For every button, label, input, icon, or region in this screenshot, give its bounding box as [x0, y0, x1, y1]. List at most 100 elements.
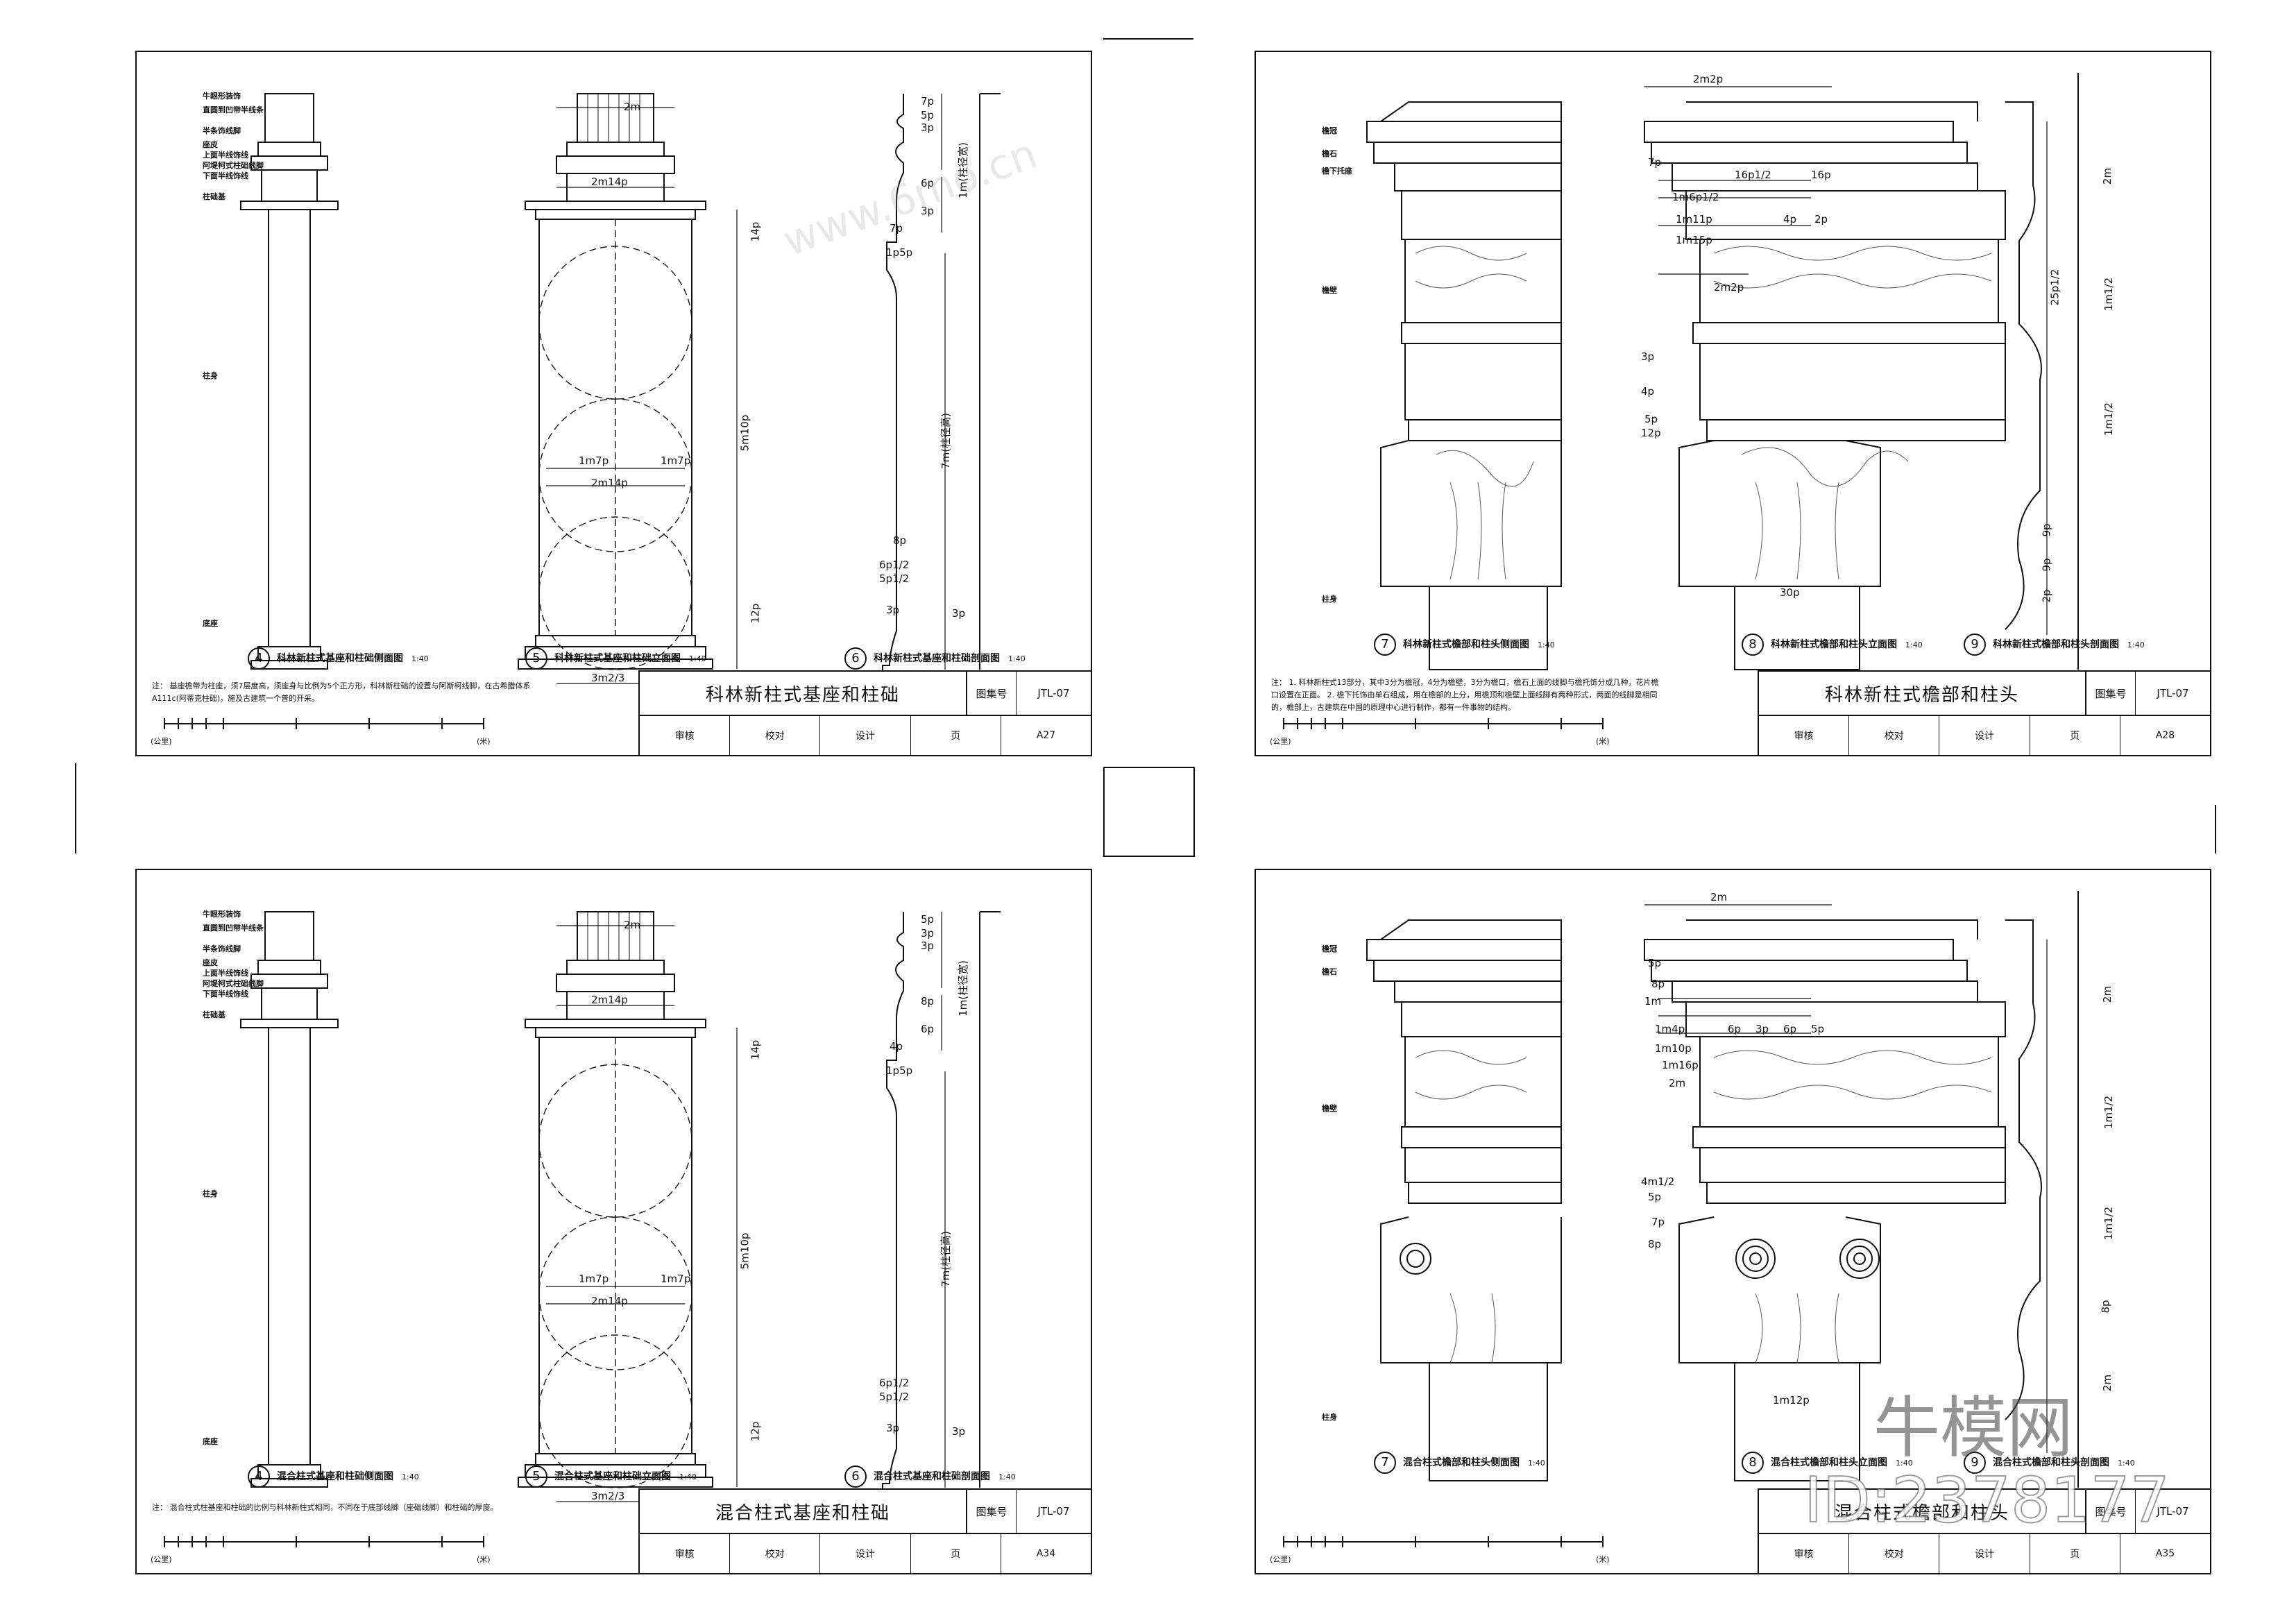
- page-number: A35: [2155, 1548, 2175, 1559]
- caption-text: 混合柱式基座和柱础立面图: [554, 1471, 671, 1482]
- dim: 7p: [1648, 156, 1662, 169]
- dim: 9p: [2040, 523, 2053, 537]
- dim: 4m1/2: [1641, 1175, 1675, 1188]
- label-a28-3: 檐下托座: [1322, 167, 1352, 176]
- caption-text: 科林新柱式基座和柱础侧面图: [277, 653, 403, 664]
- caption-number: 7: [1374, 634, 1396, 656]
- design-label: 设计: [1939, 1534, 2030, 1573]
- label-a27-5: 上面半线饰线: [203, 151, 248, 160]
- atlas-number: JTL-07: [1017, 672, 1091, 716]
- dim: 3p: [921, 927, 935, 940]
- atlas-label: 图集号: [2086, 1490, 2136, 1534]
- caption-number: 9: [1964, 1452, 1986, 1474]
- drawing-title: 混合柱式檐部和柱头: [1759, 1490, 2086, 1534]
- caption-text: 混合柱式基座和柱础侧面图: [277, 1471, 393, 1482]
- caption-number: 5: [525, 647, 547, 670]
- note-a28: 注： 1. 科林新柱式13部分，其中3分为檐冠，4分为檐壁，3分为檐口，檐石上面…: [1271, 678, 1659, 712]
- title-block-row: 审核 校对 设计 页 A35: [1759, 1534, 2210, 1573]
- caption-scale: 1:40: [2127, 640, 2145, 649]
- dim: 3p: [886, 604, 900, 616]
- dim: 30p: [1780, 586, 1800, 599]
- scale-end: (米): [1596, 737, 1610, 746]
- design-label: 设计: [1939, 716, 2030, 755]
- crop-mark: [75, 763, 76, 853]
- note-a34: 注： 混合柱式柱基座和柱础的比例与科林新柱式相同，不同在于底部线脚（座础线脚）和…: [152, 1503, 498, 1512]
- scale-end: (米): [1596, 1555, 1610, 1564]
- check-label: 校对: [730, 1534, 821, 1573]
- dim: 14p: [749, 221, 762, 242]
- dim: 5m10p: [738, 1232, 751, 1270]
- dim: 4p: [1783, 213, 1797, 226]
- dim: 8p: [1648, 1238, 1662, 1250]
- dim: 7p: [921, 95, 935, 108]
- sheet-a28: 檐冠 檐石 檐下托座 檐壁 柱身 2m2p 7p 1m6p1/2 16p1/2 …: [1255, 51, 2211, 756]
- dim: 3p: [952, 1425, 966, 1438]
- sheet-divider-box: [1103, 767, 1195, 857]
- sheet-a34: 牛眼形装饰 直圆到凹带半线条 半条饰线脚 座皮 上面半线饰线 阿堤柯式柱础线脚 …: [135, 869, 1092, 1574]
- dim: 1m(柱径宽): [956, 960, 969, 1017]
- caption-scale: 1:40: [1008, 654, 1026, 663]
- dim: 3m2/3: [591, 672, 625, 684]
- label-a28-5: 柱身: [1322, 595, 1337, 604]
- label-a34-6: 阿堤柯式柱础线脚: [203, 979, 264, 988]
- label-a27-base: 底座: [203, 619, 218, 628]
- caption-number: 6: [844, 1465, 867, 1488]
- dim: 2m: [2101, 167, 2114, 185]
- check-label: 校对: [1849, 1534, 1940, 1573]
- caption-scale: 1:40: [2118, 1459, 2135, 1468]
- label-a34-5: 上面半线饰线: [203, 969, 248, 978]
- dim: 2m: [2101, 985, 2114, 1003]
- dim: 3p: [886, 1422, 900, 1434]
- dim: 7m(柱径高): [939, 1231, 952, 1287]
- drawing-a27: [164, 93, 1001, 742]
- page-label: 页: [2030, 716, 2120, 755]
- caption-9: 9 科林新柱式檐部和柱头剖面图 1:40: [1964, 634, 2145, 656]
- dim: 5p: [921, 109, 935, 121]
- title-block-row: 审核 校对 设计 页 A27: [640, 716, 1091, 755]
- dim: 8p: [2099, 1300, 2112, 1314]
- caption-scale: 1:40: [689, 654, 706, 663]
- caption-number: 9: [1964, 634, 1986, 656]
- label-a27-7: 下面半线饰线: [203, 171, 248, 180]
- caption-text: 混合柱式基座和柱础剖面图: [874, 1471, 990, 1482]
- dim: 3p: [921, 205, 935, 217]
- dim: 2m14p: [591, 994, 628, 1006]
- page-label: 页: [911, 716, 1001, 755]
- caption-scale: 1:40: [998, 1472, 1016, 1481]
- design-label: 设计: [820, 1534, 911, 1573]
- caption-text: 科林新柱式檐部和柱头剖面图: [1993, 639, 2119, 650]
- page-number: A27: [1036, 730, 1056, 741]
- dim: 3p: [921, 940, 935, 952]
- caption-text: 科林新柱式基座和柱础剖面图: [874, 653, 1000, 664]
- caption-scale: 1:40: [679, 1472, 697, 1481]
- caption-number: 7: [1374, 1452, 1396, 1474]
- dim: 1m11p: [1676, 213, 1712, 226]
- dim: 1m7p: [661, 1273, 691, 1285]
- label-a35-3: 檐壁: [1322, 1104, 1337, 1113]
- label-a27-1: 牛眼形装饰: [203, 92, 241, 101]
- dim: 4p: [1641, 385, 1655, 398]
- dim: 5p1/2: [879, 572, 910, 585]
- caption-scale: 1:40: [1905, 640, 1923, 649]
- caption-text: 混合柱式檐部和柱头剖面图: [1993, 1457, 2109, 1468]
- dim: 2m14p: [591, 176, 628, 188]
- dim: 5p: [1644, 413, 1658, 425]
- caption-number: 4: [248, 647, 270, 670]
- label-a28-1: 檐冠: [1322, 126, 1337, 135]
- label-a27-2: 直圆到凹带半线条: [203, 105, 264, 114]
- dim: 3m2/3: [591, 1490, 625, 1502]
- dim: 1m4p: [1655, 1023, 1685, 1035]
- dim: 1p5p: [886, 246, 913, 259]
- dim: 1m7p: [661, 454, 691, 467]
- check-label: 校对: [1849, 716, 1940, 755]
- drawing-a35: [1283, 891, 2079, 1547]
- dim: 1m1/2: [2102, 1206, 2116, 1241]
- dim: 1m7p: [579, 1273, 609, 1285]
- caption-number: 8: [1742, 1452, 1764, 1474]
- title-block-row: 审核 校对 设计 页 A28: [1759, 716, 2210, 755]
- label-a34-shaft: 柱身: [203, 1189, 218, 1198]
